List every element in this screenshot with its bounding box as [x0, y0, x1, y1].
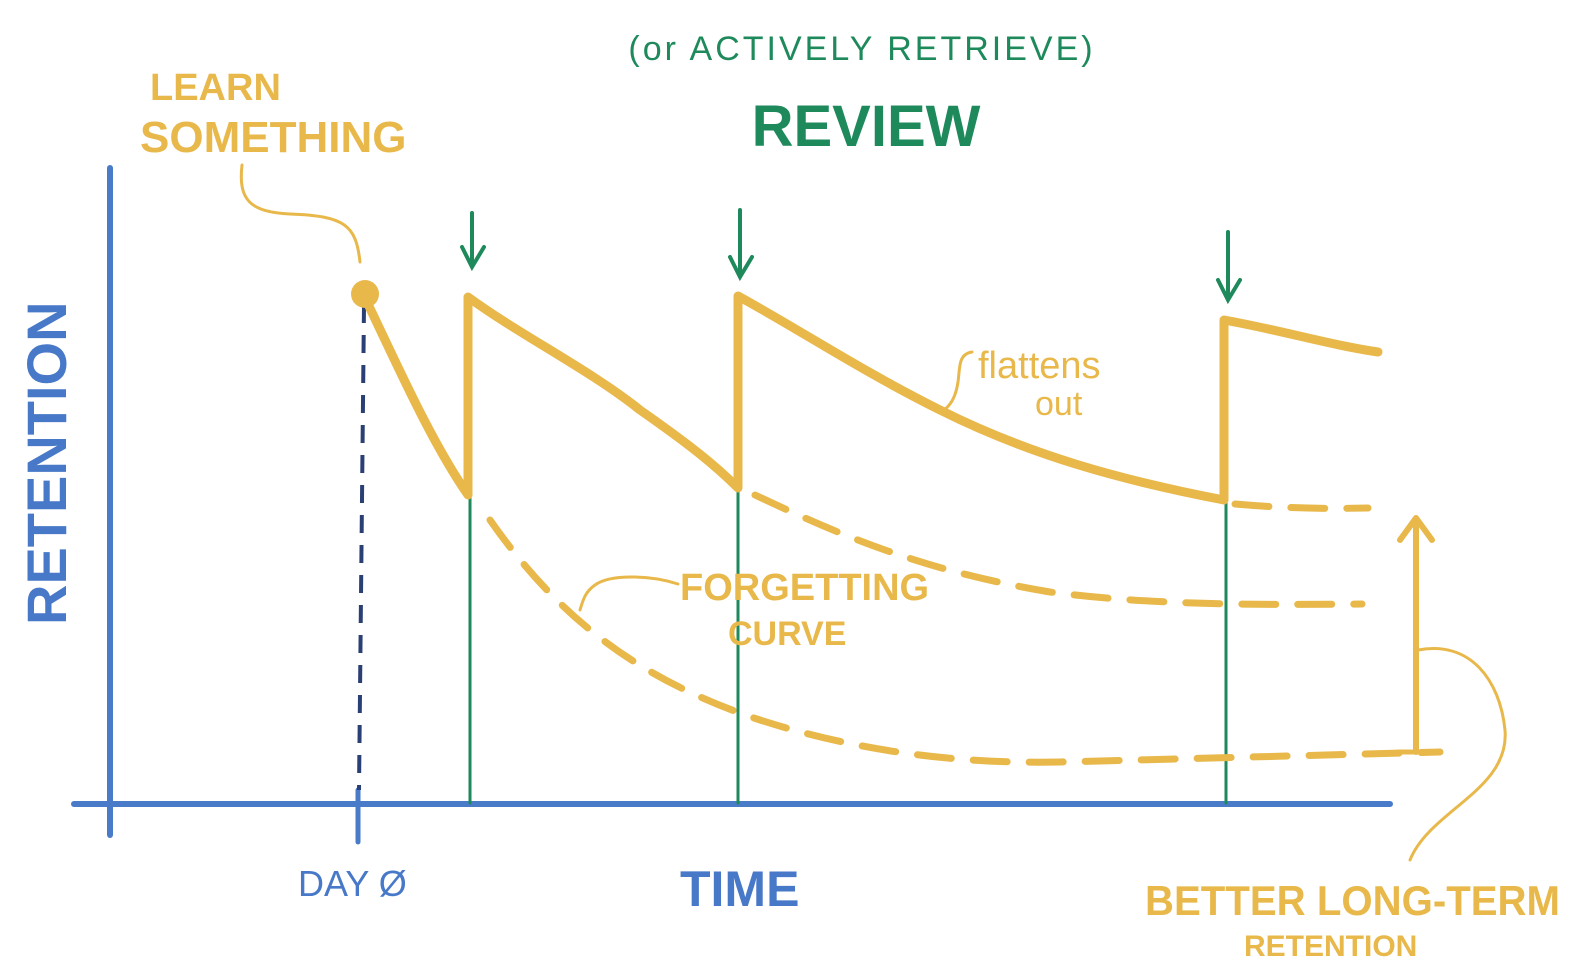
review-subtitle: (or ACTIVELY RETRIEVE): [628, 30, 1095, 68]
learn-point-marker: [351, 280, 379, 308]
flattens-label-line1: flattens: [978, 345, 1101, 387]
forgetting-curves: [486, 491, 1444, 766]
forgetting-curve-after-review-1: [751, 491, 1366, 608]
learn-label-line1: LEARN: [150, 67, 281, 109]
retention-curve: [361, 291, 1383, 505]
flattens-label-line2: out: [1035, 385, 1083, 423]
review-title: REVIEW: [752, 94, 981, 159]
forgetting-label-line1: FORGETTING: [680, 567, 929, 609]
review-arrow-1: [460, 211, 486, 272]
learn-label-line2: SOMETHING: [140, 113, 406, 162]
x-axis-label: TIME: [680, 861, 799, 917]
better-retention-leader-line: [1408, 647, 1507, 862]
forgetting-curve-base: [486, 516, 1444, 766]
y-axis-label: RETENTION: [15, 301, 78, 625]
review-arrow-3: [1216, 230, 1242, 305]
better-label-line1: BETTER LONG-TERM: [1145, 877, 1560, 924]
axes: [71, 165, 1393, 845]
forgetting-leader-line: [578, 575, 680, 612]
flattens-leader-line: [942, 350, 974, 412]
better-label-line2: RETENTION: [1244, 930, 1417, 963]
day-zero-dashed-line: [357, 304, 366, 791]
day-zero-label: DAY Ø: [298, 863, 407, 904]
forgetting-label-line2: CURVE: [728, 615, 846, 653]
forgetting-curve-after-review-3: [1231, 500, 1372, 512]
review-markers: [460, 208, 1242, 805]
review-arrow-2: [728, 208, 754, 282]
improvement-arrow: [1395, 515, 1441, 755]
learn-leader-line: [239, 163, 362, 264]
